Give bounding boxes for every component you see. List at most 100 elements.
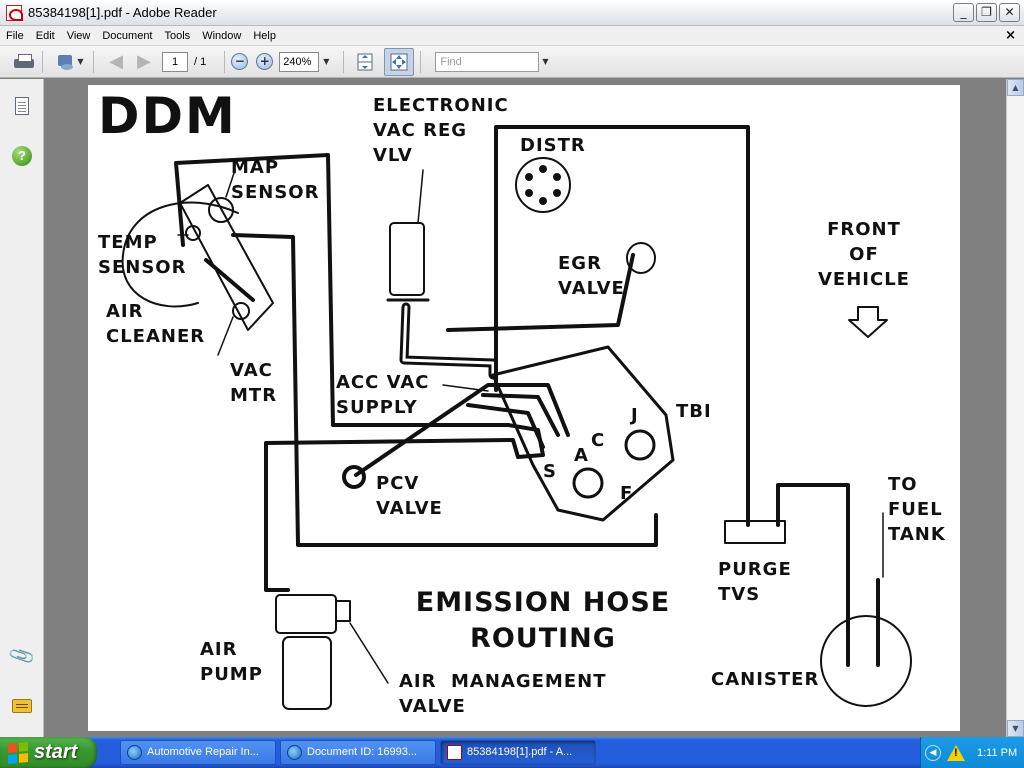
leader-line — [442, 384, 489, 392]
taskbar-item-pdf[interactable]: 85384198[1].pdf - A... — [440, 740, 596, 765]
fit-page-button[interactable] — [350, 48, 380, 76]
taskbar-item-automotive-repair[interactable]: Automotive Repair In... — [120, 740, 276, 765]
menu-tools[interactable]: Tools — [164, 29, 191, 42]
warning-icon[interactable] — [947, 744, 965, 761]
label-port-a: A — [574, 445, 589, 466]
distributor-terminal — [539, 165, 547, 173]
label-egr-valve: EGR VALVE — [558, 253, 625, 299]
hose — [231, 233, 658, 547]
minimize-button[interactable]: _ — [953, 3, 974, 22]
pages-panel-button[interactable] — [11, 95, 33, 117]
fit-width-icon — [390, 53, 408, 70]
scroll-up-button[interactable]: ▲ — [1007, 79, 1024, 96]
label-purge-tvs: PURGE TVS — [718, 559, 792, 605]
throttle-body — [491, 345, 675, 522]
distributor — [515, 157, 571, 213]
start-button[interactable]: start — [0, 737, 97, 768]
browser-icon — [127, 745, 142, 760]
label-vac-mtr: VAC MTR — [230, 360, 278, 406]
collaborate-button[interactable]: ▼ — [53, 50, 87, 74]
hose — [446, 253, 635, 332]
label-pcv-valve: PCV VALVE — [376, 473, 443, 519]
taskbar-item-document-id[interactable]: Document ID: 16993... — [280, 740, 436, 765]
label-port-s: S — [543, 461, 557, 482]
menu-view[interactable]: View — [66, 29, 91, 42]
close-document-button[interactable]: × — [1005, 28, 1016, 43]
label-air-cleaner: AIR CLEANER — [106, 301, 206, 347]
map-sensor — [208, 197, 234, 223]
pdf-page: DDM ELECTRONIC VAC REG VLV DISTR MAP SEN… — [88, 85, 960, 731]
chevron-left-icon[interactable]: ◀ — [925, 744, 941, 761]
air-management-valve-port — [335, 600, 351, 622]
vertical-scrollbar[interactable]: ▲ ▼ — [1006, 79, 1024, 737]
air-cleaner-body — [179, 184, 274, 331]
hose — [494, 125, 750, 527]
menu-edit[interactable]: Edit — [35, 29, 55, 42]
label-temp-sensor: TEMP SENSOR — [98, 232, 187, 278]
hose — [402, 305, 495, 377]
find-input[interactable]: Find — [435, 51, 540, 72]
leader-line — [217, 316, 234, 356]
label-air-management-valve: AIR MANAGEMENT VALVE — [399, 671, 607, 717]
arrow-right-icon: ▶ — [137, 51, 151, 72]
next-page-button[interactable]: ▶ — [132, 50, 156, 74]
windows-logo-icon — [8, 741, 28, 764]
taskbar: start Automotive Repair In... Document I… — [0, 737, 1024, 768]
label-tbi: TBI — [676, 401, 712, 422]
zoom-dropdown-icon[interactable]: ▼ — [323, 57, 330, 66]
menu-document[interactable]: Document — [102, 29, 153, 42]
hose — [399, 302, 498, 380]
hose — [481, 393, 560, 437]
label-port-j: J — [631, 405, 639, 426]
help-icon: ? — [12, 146, 32, 166]
menu-bar: File Edit View Document Tools Window Hel… — [0, 26, 1024, 46]
arrow-left-icon: ◀ — [109, 51, 123, 72]
zoom-level-input[interactable]: 240% — [279, 51, 320, 72]
find-dropdown-icon[interactable]: ▼ — [542, 57, 549, 66]
hose — [264, 423, 545, 592]
label-acc-vac-supply: ACC VAC SUPPLY — [336, 372, 430, 418]
clock: 1:11 PM — [977, 746, 1018, 759]
leader-line — [225, 169, 236, 198]
air-management-valve — [275, 594, 337, 634]
system-tray: ◀ 1:11 PM — [920, 737, 1024, 768]
browser-icon — [287, 745, 302, 760]
comments-panel-button[interactable] — [11, 695, 33, 717]
print-button[interactable] — [12, 50, 36, 74]
temp-sensor — [185, 225, 201, 241]
hose — [174, 153, 510, 427]
scroll-down-button[interactable]: ▼ — [1007, 720, 1024, 737]
fit-width-button[interactable] — [384, 47, 415, 76]
label-to-fuel-tank: TO FUEL TANK — [888, 474, 946, 545]
window-title: 85384198[1].pdf - Adobe Reader — [28, 5, 217, 20]
task-label: 85384198[1].pdf - A... — [467, 746, 573, 758]
menu-file[interactable]: File — [6, 29, 24, 42]
toolbar-separator — [420, 50, 422, 73]
front-arrow — [848, 306, 888, 338]
restore-button[interactable]: ❐ — [976, 3, 997, 22]
window-controls: _ ❐ ✕ — [953, 3, 1020, 22]
printer-icon — [14, 53, 34, 70]
attachments-panel-button[interactable]: 📎 — [7, 641, 37, 670]
label-front-of-vehicle: FRONT OF VEHICLE — [818, 219, 910, 290]
toolbar: ▼ ◀ ▶ 1 / 1 − + 240% ▼ Find ▼ — [0, 46, 1024, 78]
page-number-input[interactable]: 1 — [162, 51, 188, 72]
previous-page-button[interactable]: ◀ — [104, 50, 128, 74]
comment-icon — [12, 699, 32, 713]
menu-window[interactable]: Window — [202, 29, 242, 42]
fit-page-icon — [357, 53, 373, 70]
help-panel-button[interactable]: ? — [11, 145, 33, 167]
toolbar-separator — [224, 50, 226, 73]
canister — [820, 615, 912, 707]
distributor-terminal — [525, 189, 533, 197]
hose — [204, 258, 255, 302]
leader-line — [349, 622, 389, 684]
menu-help[interactable]: Help — [253, 29, 276, 42]
task-label: Automotive Repair In... — [147, 746, 259, 758]
distributor-terminal — [525, 173, 533, 181]
emission-hose-diagram — [121, 125, 912, 710]
zoom-in-button[interactable]: + — [256, 53, 274, 70]
close-button[interactable]: ✕ — [999, 3, 1020, 22]
adobe-reader-icon — [6, 4, 23, 21]
zoom-out-button[interactable]: − — [231, 53, 249, 70]
